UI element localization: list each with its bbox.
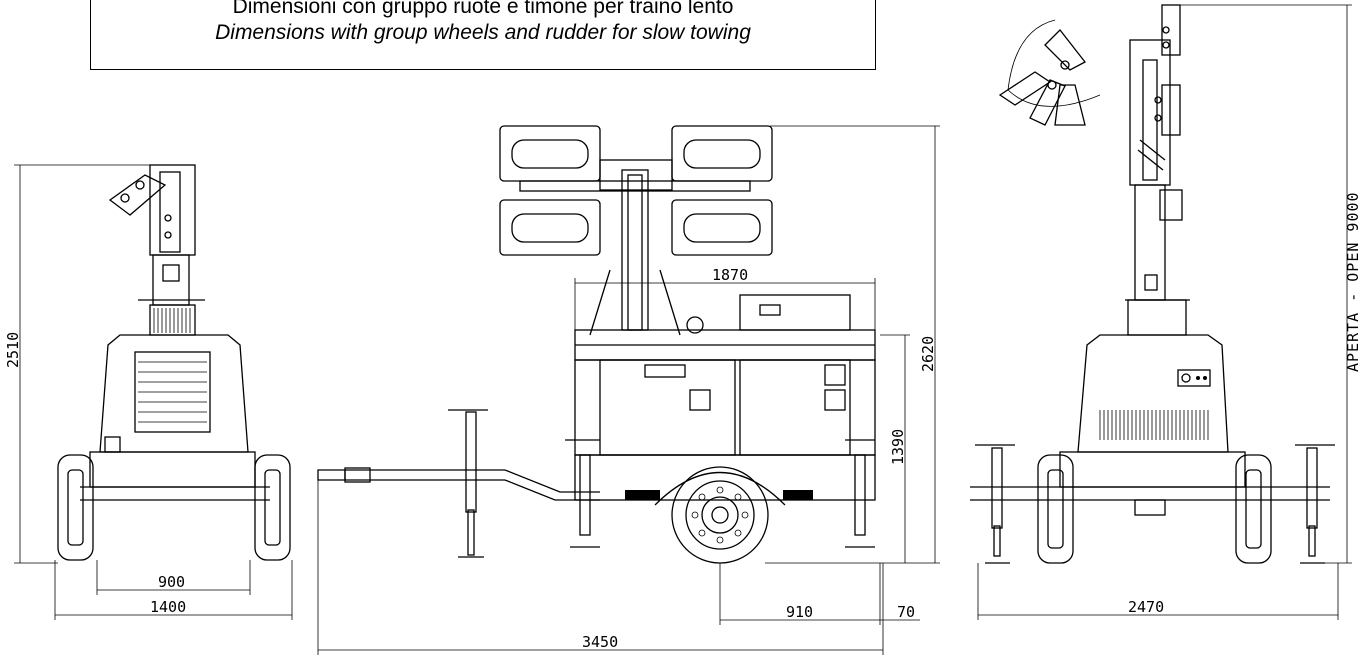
dim-front-height: 2510 xyxy=(4,332,22,368)
dim-front-width: 1400 xyxy=(150,598,186,616)
rear-view xyxy=(970,4,1352,620)
dim-side-total-height: 2620 xyxy=(919,336,937,372)
caption-italian: Dimensioni con gruppo ruote e timone per… xyxy=(232,0,734,18)
dim-front-track: 900 xyxy=(158,573,185,591)
dim-side-body-height: 1390 xyxy=(889,429,907,465)
dim-side-axle-to-rear: 910 xyxy=(786,603,813,621)
front-view xyxy=(14,164,293,620)
dim-side-width: 1870 xyxy=(712,266,748,284)
caption-box: Dimensioni con gruppo ruote e timone per… xyxy=(90,0,876,70)
side-view xyxy=(317,125,940,655)
dim-side-length: 3450 xyxy=(582,633,618,651)
caption-english: Dimensions with group wheels and rudder … xyxy=(215,21,751,44)
dim-side-rear-overhang: 70 xyxy=(897,603,915,621)
dim-rear-outrigger-span: 2470 xyxy=(1128,598,1164,616)
dim-rear-open: APERTA - OPEN 9000 xyxy=(1344,191,1362,372)
